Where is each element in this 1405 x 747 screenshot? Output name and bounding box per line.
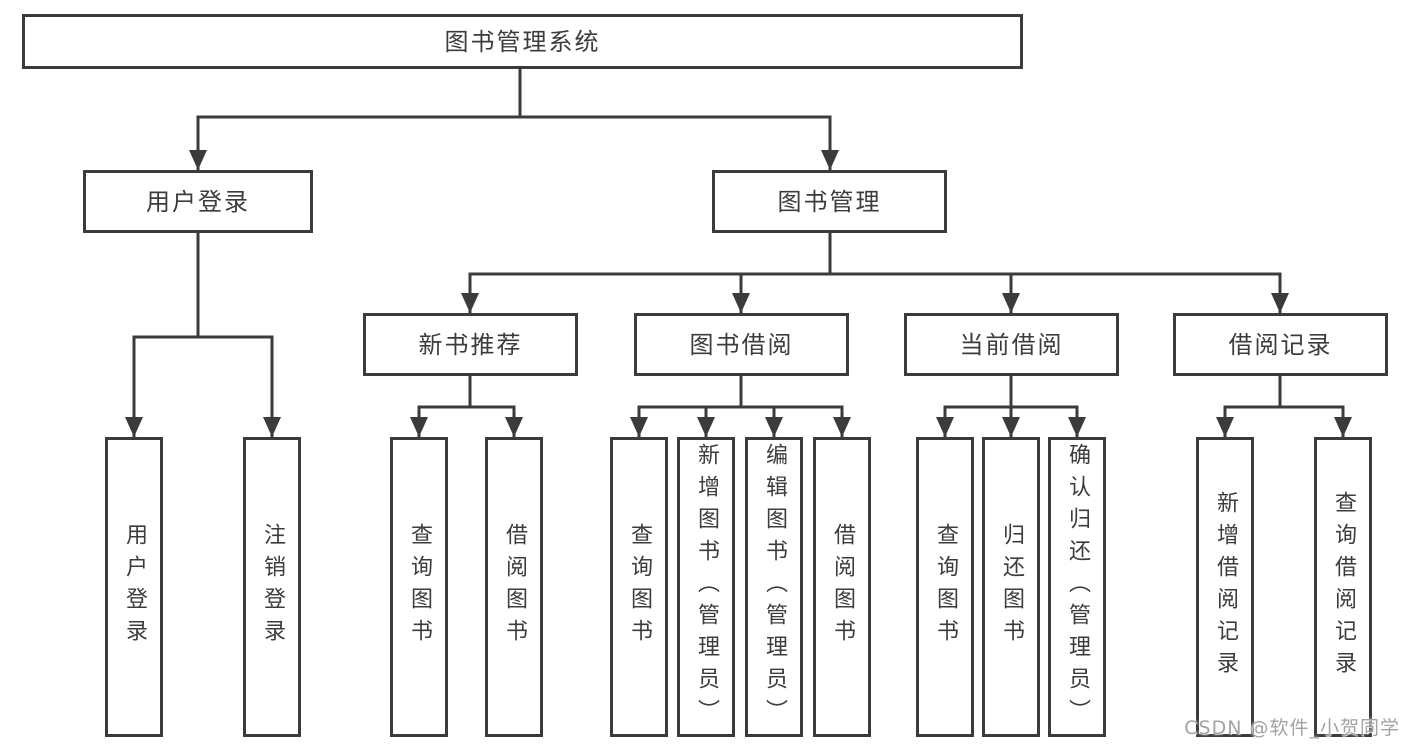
node-library-system-label: 图书管理系统 <box>444 27 601 56</box>
leaf-borrow-query-books-label: 查询图书 <box>627 523 652 651</box>
leaf-borrow-borrow-books-label: 借阅图书 <box>830 523 855 651</box>
node-current-borrow: 当前借阅 <box>904 313 1119 376</box>
leaf-recommend-query-books-label: 查询图书 <box>407 523 432 651</box>
node-borrow-record: 借阅记录 <box>1173 313 1388 376</box>
leaf-user-login-label: 用户登录 <box>122 523 147 651</box>
node-borrow-record-label: 借阅记录 <box>1228 330 1333 359</box>
leaf-recommend-borrow-books: 借阅图书 <box>485 437 543 737</box>
leaf-record-query-borrow-record: 查询借阅记录 <box>1314 437 1372 737</box>
node-new-book-recommend-label: 新书推荐 <box>418 330 523 359</box>
node-book-borrow-label: 图书借阅 <box>689 330 794 359</box>
leaf-record-add-borrow-record: 新增借阅记录 <box>1196 437 1254 737</box>
node-book-management: 图书管理 <box>712 170 947 233</box>
leaf-current-return-books-label: 归还图书 <box>999 523 1024 651</box>
leaf-record-add-borrow-record-label: 新增借阅记录 <box>1213 491 1238 683</box>
node-user-login-label: 用户登录 <box>146 187 250 216</box>
leaf-current-confirm-return-admin: 确认归还（管理员） <box>1048 437 1106 737</box>
leaf-borrow-add-books-admin: 新增图书（管理员） <box>677 437 735 737</box>
leaf-current-query-books-label: 查询图书 <box>933 523 958 651</box>
node-user-login: 用户登录 <box>83 170 313 233</box>
leaf-borrow-borrow-books: 借阅图书 <box>813 437 871 737</box>
node-book-borrow: 图书借阅 <box>634 313 849 376</box>
leaf-record-query-borrow-record-label: 查询借阅记录 <box>1331 491 1356 683</box>
node-book-management-label: 图书管理 <box>777 187 882 216</box>
leaf-current-query-books: 查询图书 <box>916 437 974 737</box>
watermark: CSDN @软件_小贺同学 <box>1184 717 1400 739</box>
leaf-user-login: 用户登录 <box>105 437 163 737</box>
leaf-current-confirm-return-admin-label: 确认归还（管理员） <box>1065 443 1090 731</box>
leaf-logout: 注销登录 <box>243 437 301 737</box>
node-current-borrow-label: 当前借阅 <box>959 330 1064 359</box>
leaf-recommend-query-books: 查询图书 <box>390 437 448 737</box>
leaf-borrow-query-books: 查询图书 <box>610 437 668 737</box>
leaf-borrow-edit-books-admin-label: 编辑图书（管理员） <box>762 443 787 731</box>
leaf-recommend-borrow-books-label: 借阅图书 <box>502 523 527 651</box>
leaf-borrow-add-books-admin-label: 新增图书（管理员） <box>694 443 719 731</box>
leaf-current-return-books: 归还图书 <box>982 437 1040 737</box>
leaf-borrow-edit-books-admin: 编辑图书（管理员） <box>745 437 803 737</box>
node-library-system: 图书管理系统 <box>22 14 1023 69</box>
leaf-logout-label: 注销登录 <box>260 523 285 651</box>
node-new-book-recommend: 新书推荐 <box>363 313 578 376</box>
